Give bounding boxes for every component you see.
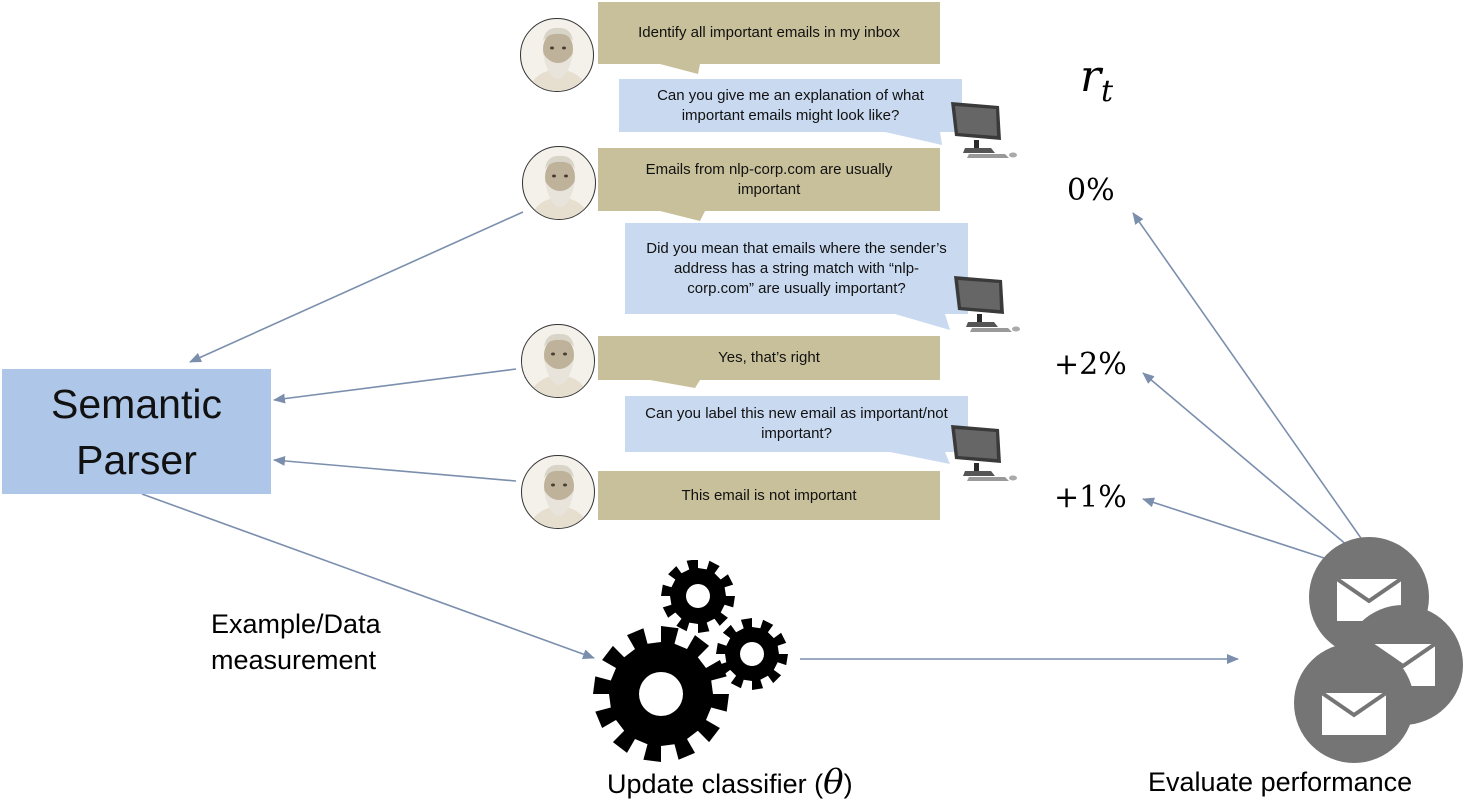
email-stack: [1294, 537, 1463, 763]
dialogue-bubble-system: Can you give me an explanation of what i…: [619, 79, 962, 132]
reward-symbol-subscript: t: [1101, 73, 1114, 109]
socrates-avatar-icon: [520, 18, 594, 92]
arrow-eval-to-r2: [1142, 497, 1325, 559]
computer-icon: [954, 276, 1020, 332]
evaluate-performance-label: Evaluate performance: [1148, 767, 1413, 797]
socrates-avatar-icon: [522, 146, 596, 220]
dialogue-bubble-user: This email is not important: [598, 471, 940, 520]
email-icon: [1294, 643, 1414, 763]
example-data-label-line2: measurement: [211, 645, 377, 675]
arrow-user4-to-parser: [273, 455, 517, 482]
gear-shape: [661, 560, 735, 633]
example-data-label: Example/Data measurement: [211, 606, 381, 678]
parser-label-line1: Semantic: [51, 380, 222, 427]
arrow-user2-to-parser: [189, 211, 524, 363]
dialogue-bubble-user: Emails from nlp-corp.com are usually imp…: [598, 148, 940, 211]
arrow-user3-to-parser: [273, 368, 517, 404]
dialogue-bubble-user: Identify all important emails in my inbo…: [598, 2, 940, 64]
gears-icon: [593, 560, 788, 762]
dialogue-bubble-system: Can you label this new email as importan…: [625, 396, 968, 452]
update-classifier-close: ): [843, 769, 853, 799]
arrow-eval-to-r0: [1132, 212, 1364, 542]
computer-icon: [951, 102, 1017, 158]
socrates-avatar-icon: [521, 455, 595, 529]
update-classifier-text: Update classifier (: [607, 769, 824, 799]
reward-value: 0%: [1067, 173, 1115, 208]
example-data-label-line1: Example/Data: [211, 609, 381, 639]
gear-shape: [716, 618, 788, 690]
arrow-eval-to-r1: [1142, 372, 1349, 547]
theta-symbol: θ: [823, 762, 844, 802]
reward-symbol-r: r: [1080, 51, 1102, 102]
socrates-avatar-icon: [521, 324, 595, 398]
computer-icon: [951, 425, 1017, 481]
reward-value: +2%: [1054, 347, 1127, 382]
update-classifier-label: Update classifier (θ): [607, 762, 853, 804]
arrow-parser-to-classifier: [141, 493, 595, 659]
parser-label-line2: Parser: [76, 436, 197, 483]
semantic-parser-box: Semantic Parser: [2, 369, 271, 494]
reward-symbol: rt: [1080, 52, 1113, 117]
dialogue-bubble-user: Yes, that’s right: [598, 336, 940, 380]
reward-value: +1%: [1054, 480, 1127, 515]
gear-shape: [593, 626, 729, 762]
dialogue-bubble-system: Did you mean that emails where the sende…: [625, 223, 968, 314]
